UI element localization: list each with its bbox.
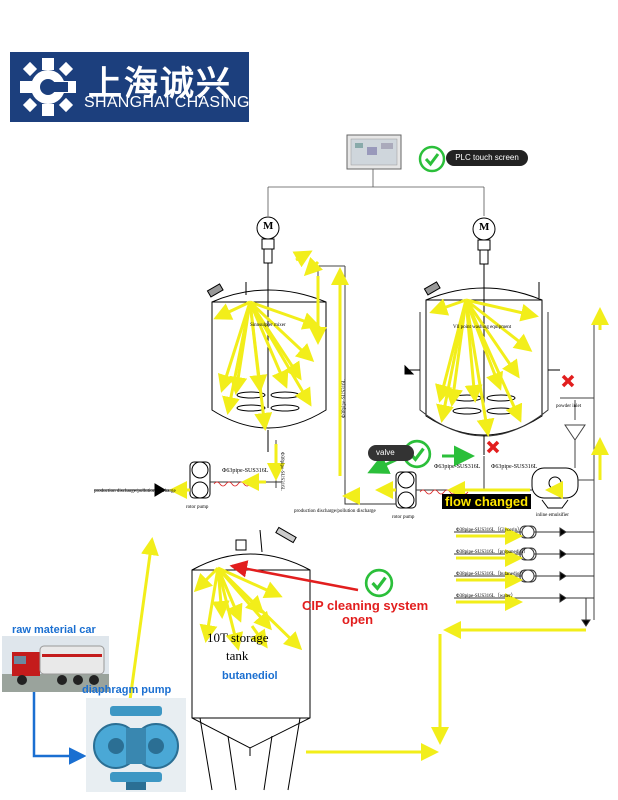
motor-icon [472,217,496,265]
discharge-left-label: production discharge/pollution discharge [94,489,176,494]
logo-name-chinese: 上海诚兴 [88,64,232,104]
plc-label: PLC touch screen [446,150,528,166]
valve-tag: valve [368,445,414,461]
motor-right-label: M [479,221,490,233]
inline-emulsifier [531,467,579,509]
rotor-pump-mid-label: rotor pump [392,515,415,520]
discharge-mid-label: production discharge/pollution discharge [294,509,376,514]
pipe-label-left-horizontal: Φ63pipe-SUS316L [222,468,269,474]
inlet-label: Φ38pipe-SUS316L（Glycerin） [456,528,523,533]
flow-changed-label: flow changed [442,494,532,509]
inlet-label: Φ38pipe-SUS316L（water） [456,594,516,599]
storage-tank [191,526,311,791]
pipe-label-left-vertical: Φ38pipe-SUS316L [279,452,284,491]
raw-material-car-photo [2,636,109,692]
storage-tank-label-2: tank [226,648,249,663]
cross-icon [486,440,500,454]
pipe-label-mid-1: Φ63pipe-SUS316L [434,464,481,470]
pipe-label-middle-vertical: Φ38pipe-SUS316L [342,379,347,418]
motor-icon [256,216,280,264]
pump-icon [395,471,417,509]
right-washing-tank [404,264,560,455]
cip-note-line1: CIP cleaning system [302,598,429,613]
cross-icon [561,374,575,388]
motor-left-label: M [263,220,274,232]
inline-emulsifier-label: inline emulsifier [536,513,569,518]
diaphragm-pump-label: diaphragm pump [82,684,172,696]
inlet-label: Φ38pipe-SUS316L（propanediol） [456,550,529,555]
logo-name-english: SHANGHAI CHASING [84,94,250,111]
raw-material-car-label: raw material car [12,624,96,636]
storage-content-label: butanediol [222,670,278,682]
plc-screen [346,134,402,170]
pump-icon [189,461,211,499]
right-tank-label: Vll point washing equipment [453,325,512,330]
powder-inlet-label: powder inlet [556,404,582,409]
rotor-pump-left-label: rotor pump [186,505,209,510]
inlet-label: Φ38pipe-SUS316L（butanediol） [456,572,526,577]
cip-note-line2: open [342,612,374,627]
company-logo: 上海诚兴 SHANGHAI CHASING [10,52,249,122]
left-tank-label: Sinnsulpter mixer [250,323,286,328]
pipe-label-mid-2: Φ63pipe-SUS316L [491,464,538,470]
check-icon [418,145,446,173]
diaphragm-pump-photo [86,698,186,792]
inlet-manifold [454,525,594,627]
storage-tank-label-1: 10T storage [207,630,269,645]
check-icon [364,568,394,598]
logo-gear-icon [20,58,76,116]
